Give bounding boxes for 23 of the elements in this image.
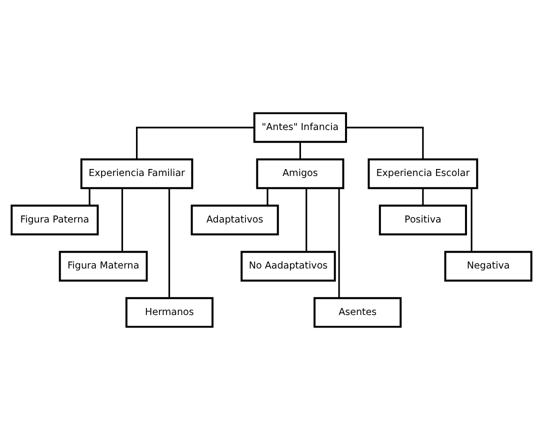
connector — [346, 126, 424, 160]
node-box: Amigos — [256, 158, 344, 190]
connector — [306, 188, 308, 252]
node-box: No Aadaptativos — [240, 250, 336, 282]
connector — [266, 188, 268, 206]
node-box: Asentes — [314, 297, 402, 328]
node-box: Adaptativos — [190, 204, 279, 236]
connector — [422, 188, 424, 206]
connector — [168, 188, 170, 298]
node-box: Experiencia Escolar — [368, 158, 478, 190]
connector — [299, 142, 301, 160]
node-box: Figura Paterna — [10, 204, 99, 236]
node-box: Figura Materna — [58, 250, 148, 282]
node-box: Negativa — [444, 250, 532, 282]
node-box: "Antes" Infancia — [253, 112, 348, 143]
connector — [121, 188, 124, 252]
connector — [470, 188, 472, 252]
node-box: Positiva — [378, 204, 467, 236]
connector — [136, 126, 254, 160]
node-box: Hermanos — [125, 297, 214, 328]
connector — [88, 188, 90, 206]
node-box: Experiencia Familiar — [80, 158, 194, 190]
connector — [338, 188, 340, 298]
